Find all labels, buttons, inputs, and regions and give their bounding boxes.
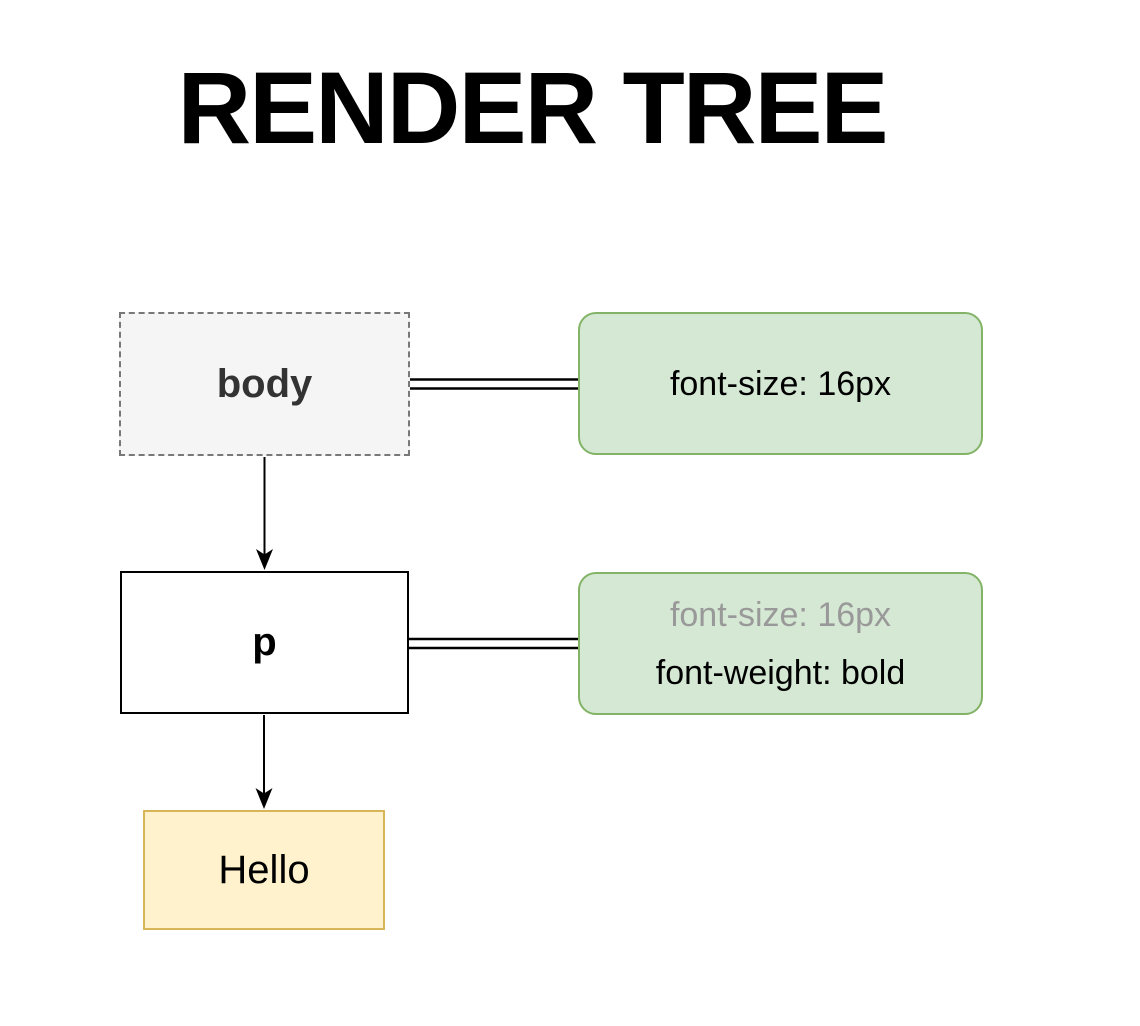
style-p-font-size-inherited: font-size: 16px xyxy=(669,595,892,634)
node-p-label: p xyxy=(252,620,277,664)
node-body-label: body xyxy=(216,361,313,406)
node-body: body xyxy=(119,312,410,456)
style-body-font-size: font-size: 16px xyxy=(669,364,892,403)
diagram-title: RENDER TREE xyxy=(177,51,888,165)
style-box-p: font-size: 16px font-weight: bold xyxy=(578,572,983,715)
arrow-p-to-hello-head-icon xyxy=(255,788,273,809)
node-text-hello-label: Hello xyxy=(218,847,310,892)
arrow-body-to-p-head-icon xyxy=(256,549,273,570)
style-box-body: font-size: 16px xyxy=(578,312,983,455)
node-p: p xyxy=(120,571,409,714)
node-text-hello: Hello xyxy=(143,810,385,930)
style-p-font-weight: font-weight: bold xyxy=(655,653,906,692)
